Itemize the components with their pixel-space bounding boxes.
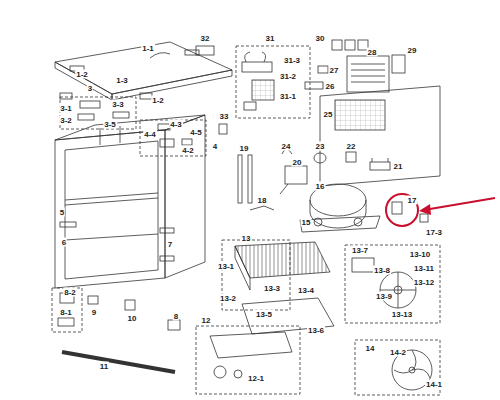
callout-number: 10 (127, 314, 138, 323)
callout-number: 4-4 (143, 130, 157, 139)
callout-number: 13-1 (217, 262, 235, 271)
callout-number: 13-6 (307, 326, 325, 335)
callout-number: 31-2 (279, 72, 297, 81)
callout-number: 14 (365, 344, 376, 353)
callout-number: 12-1 (247, 374, 265, 383)
callout-number: 20 (292, 158, 303, 167)
callout-number: 24 (281, 142, 292, 151)
callout-number: 13-11 (413, 264, 435, 273)
callout-number: 3-2 (59, 116, 73, 125)
callout-number: 28 (367, 48, 378, 57)
callout-number: 14-1 (425, 380, 443, 389)
callout-number: 3 (87, 84, 93, 93)
callout-number: 7 (167, 240, 173, 249)
callout-number: 13-2 (219, 294, 237, 303)
callout-number: 13-8 (373, 266, 391, 275)
callout-number: 13-13 (391, 310, 413, 319)
callout-number: 17-3 (425, 228, 443, 237)
callout-number: 33 (219, 112, 230, 121)
callout-number: 21 (393, 162, 404, 171)
callout-number: 17 (407, 196, 418, 205)
callout-number: 5 (59, 208, 65, 217)
callout-number: 13 (241, 234, 252, 243)
callout-number: 12 (201, 316, 212, 325)
callout-number: 4-2 (181, 146, 195, 155)
callout-number: 3-5 (103, 120, 117, 129)
callout-number: 25 (323, 110, 334, 119)
callout-number: 3-1 (59, 104, 73, 113)
callout-number: 13-10 (409, 250, 431, 259)
callout-number: 19 (239, 144, 250, 153)
callout-number: 13-3 (263, 284, 281, 293)
callout-number: 26 (325, 82, 336, 91)
callout-number: 11 (99, 362, 109, 371)
callout-number: 18 (257, 196, 268, 205)
callout-number: 16 (315, 182, 326, 191)
callout-number: 27 (329, 66, 340, 75)
callout-number: 1-3 (115, 76, 129, 85)
callout-number: 22 (346, 142, 357, 151)
callout-number: 8 (173, 312, 179, 321)
callout-number: 14-2 (389, 348, 407, 357)
callout-number: 1-2 (75, 70, 89, 79)
callout-number: 9 (91, 308, 97, 317)
callout-number: 31-3 (283, 56, 301, 65)
callout-number: 8-2 (63, 288, 77, 297)
callout-number: 30 (315, 34, 326, 43)
callout-number: 4-3 (169, 120, 183, 129)
callout-number: 31 (265, 34, 276, 43)
callout-number: 15 (301, 218, 312, 227)
callout-number: 1-2 (151, 96, 165, 105)
callout-number: 6 (61, 238, 67, 247)
callout-number: 13-4 (297, 286, 315, 295)
callout-number: 1-1 (141, 44, 155, 53)
callout-number: 13-9 (375, 292, 393, 301)
callout-number: 13-5 (255, 310, 273, 319)
callout-number: 3-3 (111, 100, 125, 109)
callout-number: 32 (200, 34, 211, 43)
callout-number: 4 (212, 142, 218, 151)
callout-number: 29 (407, 46, 418, 55)
callout-number: 31-1 (279, 92, 297, 101)
callout-number: 8-1 (59, 308, 73, 317)
callout-number: 23 (315, 142, 326, 151)
callout-number: 13-7 (351, 246, 369, 255)
callout-number: 4-5 (189, 128, 203, 137)
callout-number: 13-12 (413, 278, 435, 287)
